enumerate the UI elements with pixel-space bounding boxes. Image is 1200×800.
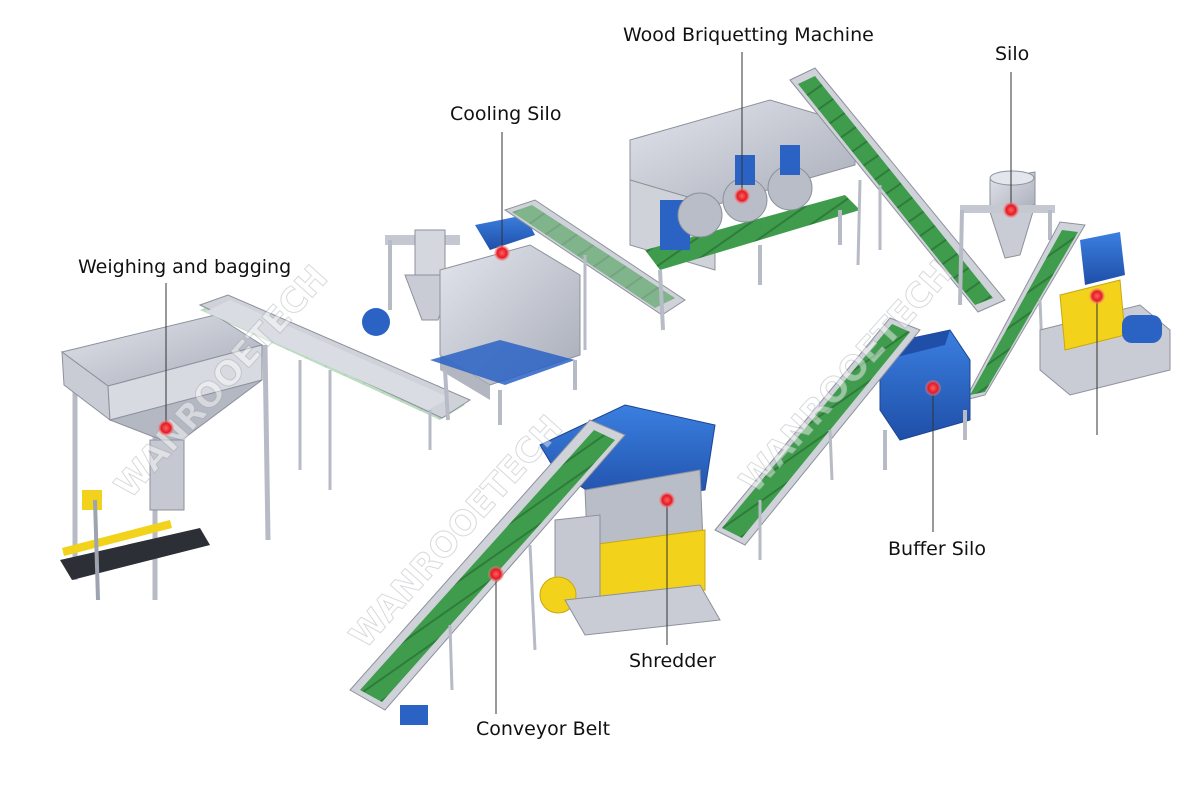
label-conveyor-belt: Conveyor Belt	[476, 718, 611, 740]
marker-cooling	[494, 245, 510, 261]
marker-shredder	[659, 492, 675, 508]
conveyor-right-incline	[964, 221, 1086, 401]
marker-group	[158, 188, 1105, 582]
conveyor-middle-incline	[714, 317, 921, 560]
label-weighing-bagging: Weighing and bagging	[78, 256, 292, 278]
conveyor-belt-front	[349, 419, 626, 725]
weighing-bagging-station	[60, 314, 271, 601]
marker-weighing	[158, 420, 174, 436]
label-briquetting-machine: Wood Briquetting Machine	[623, 24, 874, 46]
silo-unit	[958, 170, 1055, 306]
label-buffer-silo: Buffer Silo	[888, 538, 986, 560]
conveyor-cooling-feed	[503, 199, 686, 350]
marker-silo	[1003, 202, 1019, 218]
label-shredder: Shredder	[629, 650, 716, 672]
marker-hammer	[1089, 288, 1105, 304]
marker-buffer	[925, 380, 941, 396]
marker-conveyor	[488, 566, 504, 582]
label-cooling-silo: Cooling Silo	[450, 103, 562, 125]
hammer-mill-unit	[1039, 232, 1171, 396]
conveyor-silo-feed	[789, 67, 1006, 313]
marker-briquetting	[734, 188, 750, 204]
leader-lines	[165, 52, 1098, 714]
label-silo: Silo	[995, 43, 1030, 65]
cooling-silo-unit	[362, 215, 581, 425]
shredder-unit	[539, 404, 721, 636]
conveyor-to-weighing	[198, 294, 472, 490]
